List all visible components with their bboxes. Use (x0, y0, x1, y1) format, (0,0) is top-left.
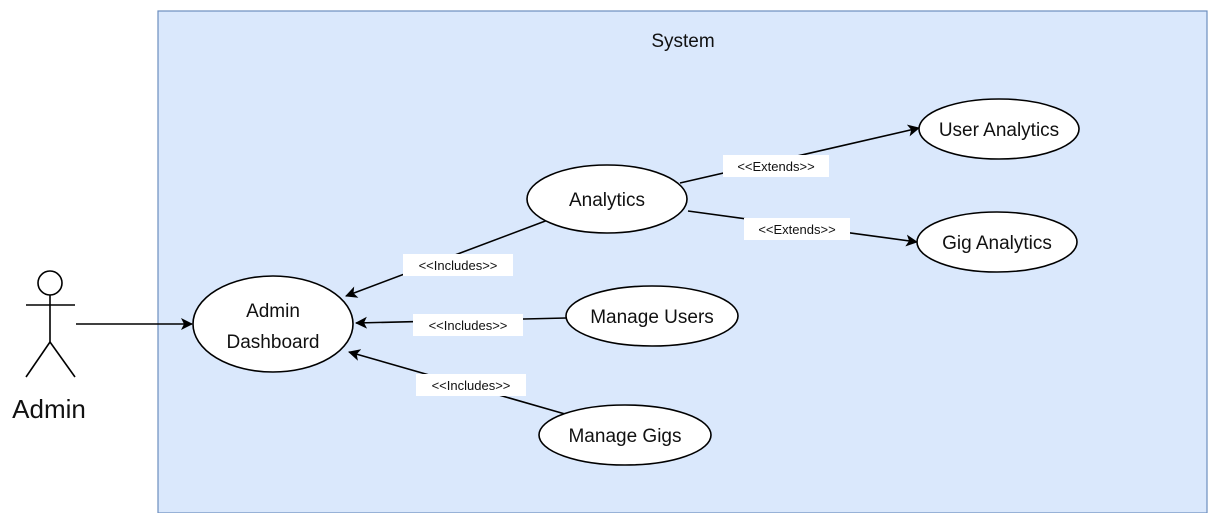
analytics-include-label: <<Includes>> (403, 254, 513, 276)
svg-text:<<Includes>>: <<Includes>> (429, 318, 508, 333)
svg-text:<<Includes>>: <<Includes>> (432, 378, 511, 393)
use-case-admin-dashboard: Admin Dashboard (192, 275, 354, 373)
admin-dashboard-label-line2: Dashboard (227, 332, 320, 353)
manage-users-include-label: <<Includes>> (413, 314, 523, 336)
actor-label: Admin (12, 394, 86, 424)
svg-text:<<Includes>>: <<Includes>> (419, 258, 498, 273)
admin-actor (25, 270, 76, 378)
actor-head (37, 270, 63, 296)
user-analytics-label: User Analytics (939, 120, 1059, 141)
admin-dashboard-label-line1: Admin (246, 301, 300, 322)
actor-left-leg (25, 341, 51, 378)
svg-text:<<Extends>>: <<Extends>> (737, 159, 814, 174)
use-case-manage-gigs: Manage Gigs (538, 404, 712, 466)
actor-right-leg (49, 341, 76, 378)
user-analytics-extend-label: <<Extends>> (723, 155, 829, 177)
use-case-user-analytics: User Analytics (918, 98, 1080, 160)
use-case-analytics: Analytics (526, 164, 688, 234)
gig-analytics-label: Gig Analytics (942, 233, 1052, 254)
system-title: System (651, 31, 714, 52)
svg-text:<<Extends>>: <<Extends>> (758, 222, 835, 237)
manage-gigs-include-label: <<Includes>> (416, 374, 526, 396)
use-case-manage-users: Manage Users (565, 285, 739, 347)
manage-gigs-label: Manage Gigs (568, 426, 681, 447)
use-case-gig-analytics: Gig Analytics (916, 211, 1078, 273)
manage-users-label: Manage Users (590, 307, 714, 328)
analytics-label: Analytics (569, 190, 645, 211)
gig-analytics-extend-label: <<Extends>> (744, 218, 850, 240)
